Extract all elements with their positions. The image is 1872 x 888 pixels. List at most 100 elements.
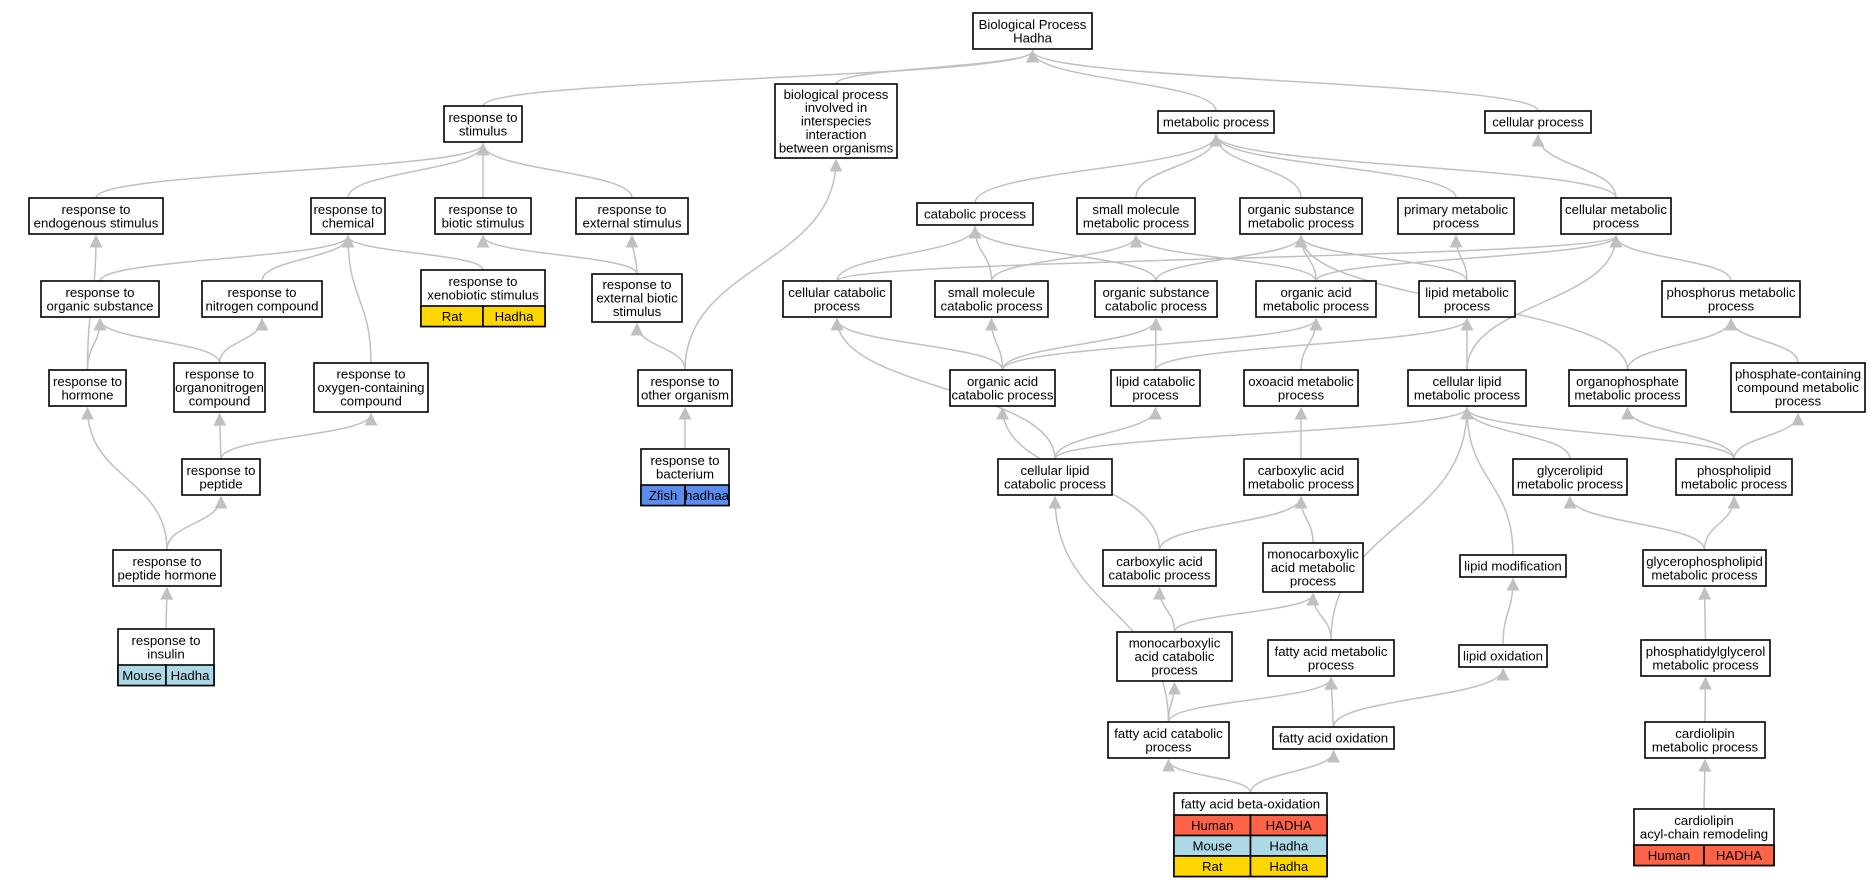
is-a-edge — [1249, 749, 1340, 794]
is-a-edge — [261, 234, 355, 282]
node-label: oxygen-containing — [317, 380, 424, 395]
is-a-edge — [1621, 406, 1735, 460]
go-term-node[interactable]: catabolic process — [916, 202, 1034, 226]
is-a-edge — [1209, 133, 1617, 199]
is-a-edge — [1173, 592, 1320, 633]
node-label: process — [1290, 574, 1337, 589]
node-label: catabolic process — [924, 207, 1026, 222]
node-box — [313, 362, 429, 413]
go-term-node[interactable]: cellular process — [1484, 110, 1592, 134]
go-term-node[interactable]: metabolic process — [1157, 110, 1275, 134]
node-label: response to — [53, 374, 122, 389]
node-label: catabolic process — [1109, 567, 1211, 582]
is-a-edge — [1306, 592, 1332, 641]
is-a-edge — [1698, 586, 1712, 641]
is-a-edge — [1449, 234, 1468, 282]
is-a-edge — [1294, 495, 1314, 544]
go-term-node[interactable]: fatty acid oxidation — [1272, 726, 1395, 750]
node-label: biotic stimulus — [442, 215, 525, 230]
gene-cell — [684, 484, 730, 507]
is-a-edge — [625, 234, 639, 275]
node-label: acid catabolic — [1135, 649, 1215, 664]
node-label: response to — [133, 554, 202, 569]
node-label: catabolic process — [952, 387, 1054, 402]
is-a-edge — [160, 586, 174, 630]
node-label: response to — [314, 202, 383, 217]
node-label: insulin — [147, 646, 184, 661]
gene-label: Hadha — [1269, 838, 1309, 853]
go-term-node[interactable]: lipid modification — [1459, 554, 1567, 578]
node-label: response to — [449, 110, 518, 125]
is-a-edge — [213, 412, 227, 460]
node-label: response to — [132, 633, 201, 648]
is-a-edge — [95, 142, 490, 199]
node-label: metabolic process — [1517, 476, 1624, 491]
is-a-edge — [1332, 667, 1510, 728]
node-label: phospholipid — [1697, 463, 1771, 478]
is-a-edge — [81, 406, 168, 551]
node-box — [1568, 369, 1687, 407]
node-box — [201, 280, 323, 318]
is-a-edge — [1054, 406, 1474, 460]
go-term-node[interactable]: lipid oxidation — [1458, 644, 1548, 668]
node-box — [1642, 549, 1767, 587]
node-box — [1267, 639, 1395, 677]
species-label: Rat — [442, 309, 463, 324]
is-a-edge — [1733, 412, 1805, 460]
node-box — [1512, 458, 1628, 496]
node-label: bacterium — [656, 466, 714, 481]
node-label: peptide hormone — [118, 567, 217, 582]
is-a-edge — [166, 495, 228, 551]
is-a-edge — [1330, 406, 1474, 641]
